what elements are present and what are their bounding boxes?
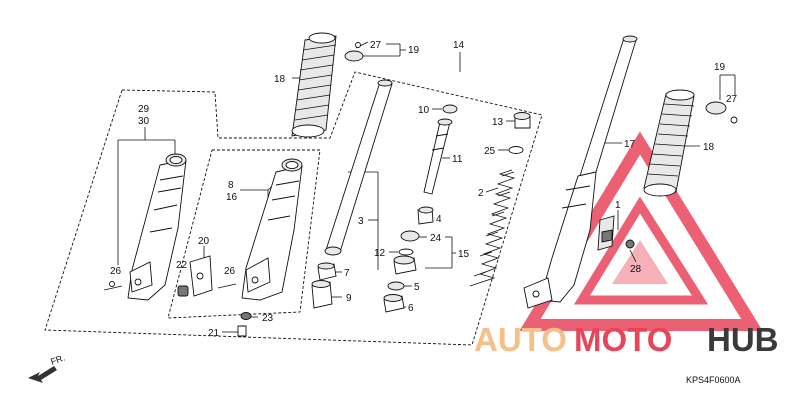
part-24-seal	[400, 230, 420, 242]
callout-6: 6	[408, 303, 414, 314]
part-18-boot-right	[643, 89, 695, 197]
part-19-cap-left	[344, 42, 364, 62]
callout-27-left: 27	[370, 40, 382, 51]
assembly-outline-left	[44, 71, 543, 346]
callout-27-right: 27	[726, 94, 738, 105]
callout-18-right: 18	[703, 142, 715, 153]
part-22-bolt	[177, 285, 189, 297]
front-arrow-icon: FR.	[28, 353, 66, 383]
part-25-oring	[508, 146, 524, 154]
assembly-outline-middle	[167, 149, 321, 319]
callout-17: 17	[624, 139, 636, 150]
callout-25: 25	[484, 146, 496, 157]
callout-9: 9	[346, 293, 352, 304]
callout-8: 8	[228, 180, 234, 191]
callout-13: 13	[492, 117, 504, 128]
callout-20: 20	[198, 236, 210, 247]
callout-11: 11	[452, 154, 463, 165]
fork-slider-left	[103, 153, 187, 301]
part-17-fork-right	[523, 35, 638, 309]
watermark-text: AUTO MOTO HUB	[474, 321, 779, 358]
part-12-clip	[398, 248, 414, 256]
part-5-washer	[387, 281, 405, 291]
part-9-bushing	[311, 280, 333, 309]
callout-19-right: 19	[714, 62, 726, 73]
part-28-bolt	[625, 239, 635, 249]
fork-slider-middle	[217, 158, 303, 301]
part-1-bracket	[597, 215, 615, 251]
callout-2: 2	[478, 188, 484, 199]
part-2-spring	[469, 169, 516, 287]
callout-19-left: 19	[408, 45, 420, 56]
callout-23: 23	[262, 313, 274, 324]
callout-14: 14	[453, 40, 465, 51]
callout-26-middle: 26	[224, 266, 236, 277]
callout-28: 28	[630, 264, 642, 275]
watermark-auto: AUTO	[474, 321, 567, 358]
part-18-boot-left	[291, 32, 337, 138]
callout-labels: 29 30 8 16 18 27 19 14 10 13 25 11 2 3 4…	[110, 40, 738, 339]
part-10-oring	[442, 104, 458, 114]
callout-30: 30	[138, 116, 150, 127]
front-label: FR.	[49, 353, 66, 367]
part-3-fork-pipe	[324, 79, 393, 256]
callout-29: 29	[138, 104, 150, 115]
watermark-hub: HUB	[707, 321, 779, 358]
part-20-guide	[189, 255, 213, 297]
callout-4: 4	[436, 214, 442, 225]
part-13-cap-bolt	[513, 112, 531, 129]
callout-15: 15	[458, 249, 470, 260]
part-4-piston	[417, 206, 434, 225]
callout-18-left: 18	[274, 74, 286, 85]
callout-21: 21	[208, 328, 220, 339]
part-6-seal	[383, 294, 405, 313]
watermark-moto: MOTO	[574, 321, 672, 358]
callout-1: 1	[615, 200, 621, 211]
callout-24: 24	[430, 233, 442, 244]
part-11-damper-rod	[423, 118, 453, 195]
diagram-code: KPS4F0600A	[686, 375, 741, 385]
callout-16: 16	[226, 192, 238, 203]
callout-5: 5	[414, 282, 420, 293]
part-21-bolt	[237, 325, 247, 337]
callout-3: 3	[358, 216, 364, 227]
callout-10: 10	[418, 105, 430, 116]
callout-7: 7	[344, 268, 350, 279]
part-19-cap-right	[705, 101, 738, 124]
callout-26-left: 26	[110, 266, 122, 277]
callout-12: 12	[374, 248, 386, 259]
part-15-seal	[393, 255, 417, 275]
part-7-bushing	[317, 262, 337, 281]
callout-22: 22	[176, 260, 188, 271]
part-23-bolt	[240, 312, 252, 320]
